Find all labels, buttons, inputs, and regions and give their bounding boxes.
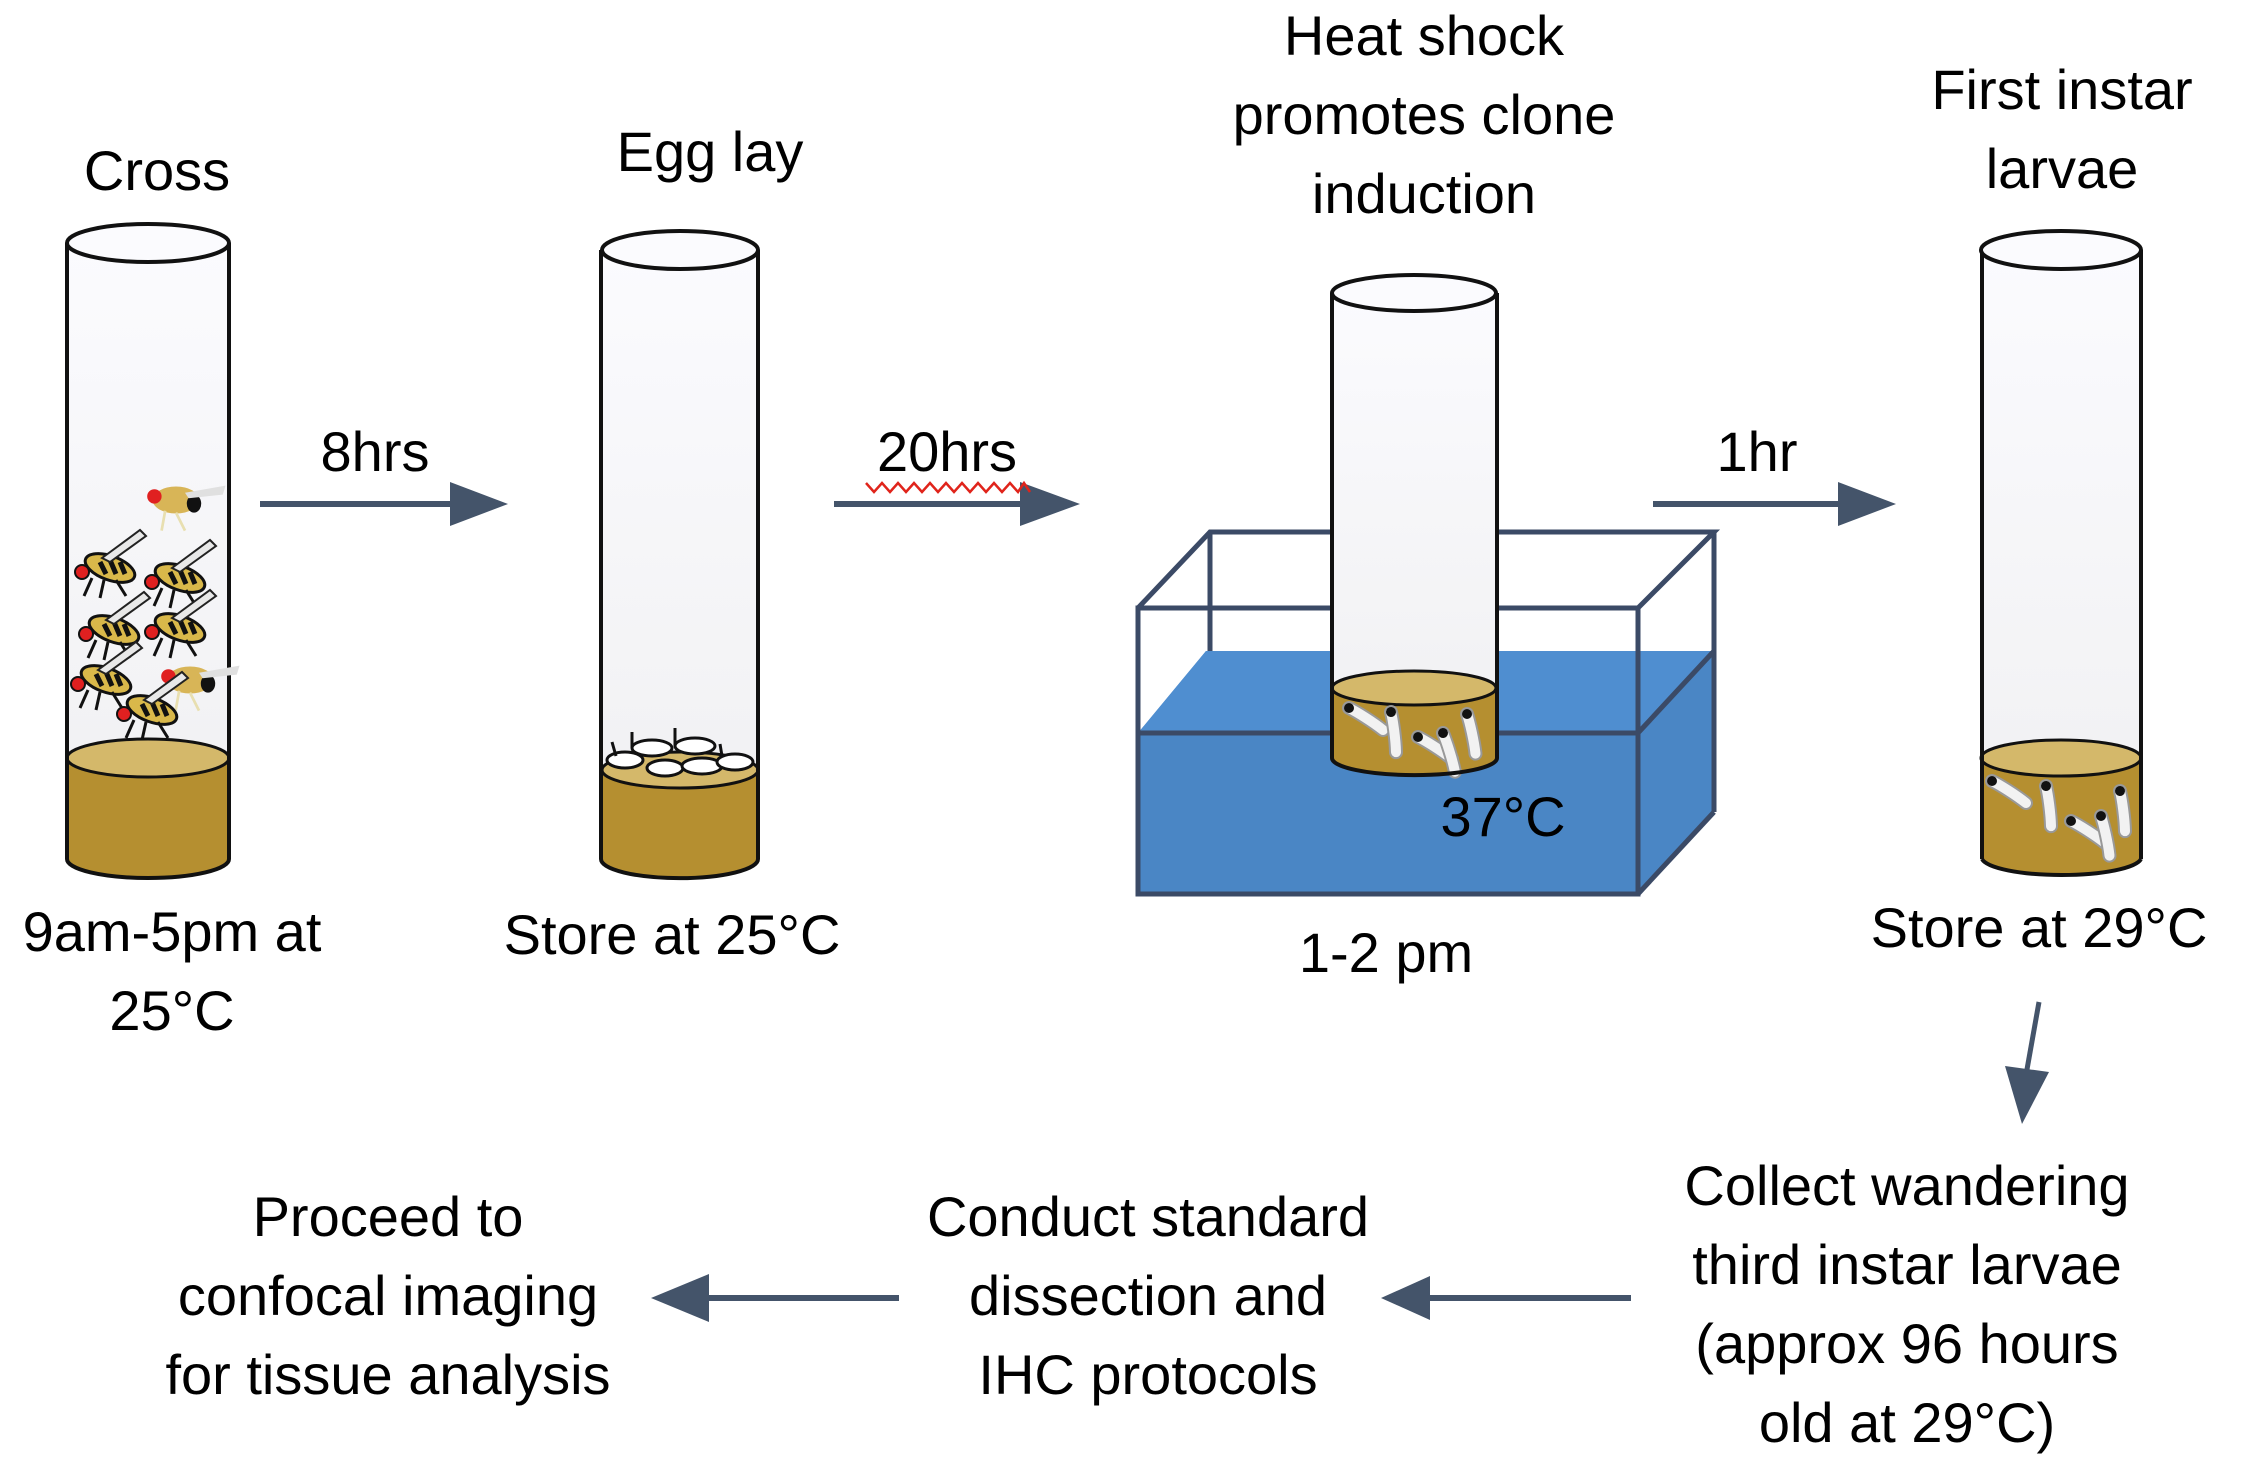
text-line: third instar larvae xyxy=(1692,1233,2122,1296)
arrow-conduct-to-proceed xyxy=(651,1274,899,1322)
caption-cross: 9am-5pm at 25°C xyxy=(23,892,322,1050)
text-line: old at 29°C) xyxy=(1758,1391,2056,1454)
arrow-8hrs xyxy=(260,482,508,526)
text-line: Proceed to xyxy=(252,1185,524,1248)
step-title-first-instar: First instar larvae xyxy=(1931,50,2192,208)
title-line: promotes clone xyxy=(1232,83,1616,146)
caption-heat-shock: 1-2 pm xyxy=(1299,913,1473,992)
arrow-1hr xyxy=(1653,482,1896,526)
temp-label: 37°C xyxy=(1440,785,1566,848)
title-line: Cross xyxy=(83,139,231,202)
arrow-label-8hrs: 8hrs xyxy=(321,412,430,491)
step-proceed: Proceed to confocal imaging for tissue a… xyxy=(165,1177,610,1414)
title-line: First instar xyxy=(1931,58,2193,121)
text-line: Conduct standard xyxy=(926,1185,1370,1248)
fly-food xyxy=(67,758,229,878)
caption-line: 9am-5pm at xyxy=(22,900,322,963)
arrow-label: 20hrs xyxy=(876,420,1018,483)
arrow-label: 8hrs xyxy=(320,420,430,483)
text-line: confocal imaging xyxy=(177,1264,599,1327)
title-line: Heat shock xyxy=(1283,4,1565,67)
step-title-egg-lay: Egg lay xyxy=(617,112,804,191)
caption-line: 1-2 pm xyxy=(1298,921,1474,984)
text-line: dissection and xyxy=(968,1264,1328,1327)
step-title-cross: Cross xyxy=(84,131,230,210)
step-conduct: Conduct standard dissection and IHC prot… xyxy=(927,1177,1369,1414)
arrow-20hrs xyxy=(834,482,1080,526)
bath-temperature: 37°C xyxy=(1440,777,1565,856)
title-line: induction xyxy=(1311,162,1537,225)
text-line: for tissue analysis xyxy=(165,1343,611,1406)
tube-heat-shock xyxy=(1330,273,1497,775)
caption-first-instar: Store at 29°C xyxy=(1871,888,2208,967)
arrow-label-20hrs: 20hrs xyxy=(877,412,1017,491)
text-line: Collect wandering xyxy=(1684,1154,2130,1217)
caption-line: Store at 29°C xyxy=(1870,896,2208,959)
tube-egg-lay xyxy=(599,229,760,881)
eggs xyxy=(605,728,755,778)
text-line: IHC protocols xyxy=(978,1343,1318,1406)
tube-first-instar xyxy=(1979,229,2146,877)
arrow-label-1hr: 1hr xyxy=(1717,412,1798,491)
caption-line: 25°C xyxy=(109,979,235,1042)
spellcheck-underline xyxy=(865,480,1032,495)
caption-line: Store at 25°C xyxy=(503,903,841,966)
arrow-collect-to-conduct xyxy=(1381,1276,1631,1320)
title-line: larvae xyxy=(1985,137,2139,200)
arrow-down-to-collect xyxy=(2005,1001,2049,1124)
title-line: Egg lay xyxy=(616,120,804,183)
caption-egg-lay: Store at 25°C xyxy=(504,895,841,974)
arrow-label: 1hr xyxy=(1716,420,1798,483)
tube-cross xyxy=(65,222,241,880)
text-line: (approx 96 hours xyxy=(1695,1312,2119,1375)
step-title-heat-shock: Heat shock promotes clone induction xyxy=(1233,0,1616,233)
step-collect: Collect wandering third instar larvae (a… xyxy=(1684,1146,2129,1462)
